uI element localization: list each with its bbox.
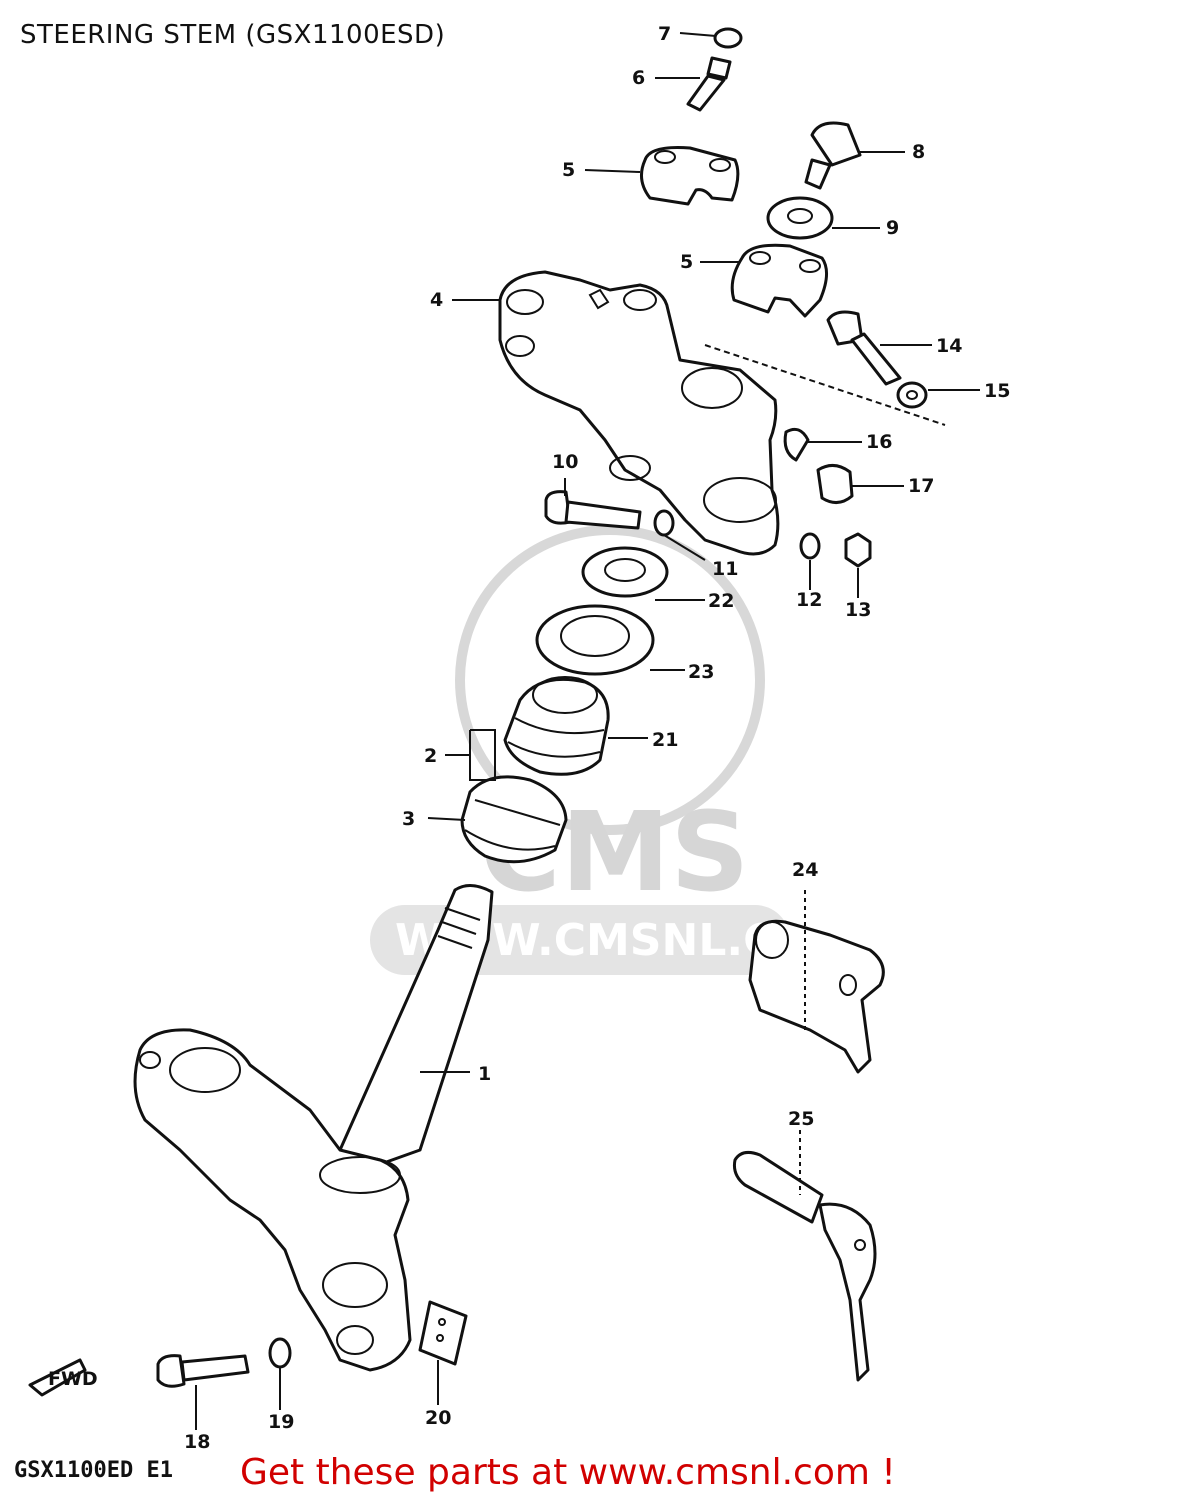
part-24-steering-lock [748,919,885,1074]
part-20-plate [418,1300,468,1366]
callout-11: 11 [712,558,738,580]
callout-15: 15 [984,380,1010,402]
watermark: CMS WWW.CMSNL.COM [370,525,857,975]
part-4-upper-bracket [498,270,780,556]
callout-10: 10 [552,451,578,473]
part-13-nut [844,532,872,568]
callout-1: 1 [478,1063,491,1085]
part-22-steering-nut [581,546,669,598]
callout-25: 25 [788,1108,814,1130]
callout-4: 4 [430,289,443,311]
footer-link[interactable]: Get these parts at www.cmsnl.com ! [240,1452,896,1493]
callout-18: 18 [184,1431,210,1453]
model-code: GSX1100ED E1 [14,1458,173,1483]
part-25-key-cylinder [733,1150,877,1382]
part-5-lower-clamp [730,243,828,318]
part-21-upper-bearing [503,676,610,776]
callout-17: 17 [908,475,934,497]
part-7-cap [713,27,743,49]
part-5-upper-clamp [639,146,740,206]
callout-12: 12 [796,589,822,611]
callout-5-upper: 5 [562,159,575,181]
part-3-lower-bearing [460,775,568,864]
callout-21: 21 [652,729,678,751]
part-17-cap-nut [816,464,854,504]
callout-8: 8 [912,141,925,163]
callout-9: 9 [886,217,899,239]
callout-19: 19 [268,1411,294,1433]
callout-20: 20 [425,1407,451,1429]
callout-labels: 7 6 5 8 9 5 4 14 15 16 17 10 11 12 13 22… [184,23,1010,1453]
part-19-washer [268,1337,292,1369]
front-arrow-label: FWD [48,1368,98,1390]
part-10-bolt [544,490,642,530]
leader-lines [195,32,980,1430]
part-9-washer [766,196,834,240]
callout-6: 6 [632,67,645,89]
part-14-bolt [826,310,902,386]
part-15-washer [896,381,928,409]
callout-3: 3 [402,808,415,830]
guide-line [704,344,946,426]
page-title: STEERING STEM (GSX1100ESD) [20,20,446,50]
part-8-bolt [804,121,862,190]
part-6-bolt [686,56,732,112]
front-arrow-icon: FWD [28,1358,98,1397]
part-11-washer [653,509,675,537]
callout-5-lower: 5 [680,251,693,273]
callout-24: 24 [792,859,818,881]
part-12-washer [799,532,821,560]
callout-14: 14 [936,335,962,357]
part-1-steering-stem [133,884,494,1372]
callout-2: 2 [424,745,437,767]
part-16-clip [783,427,810,462]
part-18-bolt [156,1354,250,1388]
callout-23: 23 [688,661,714,683]
part-23-dust-seal [535,604,655,676]
callout-13: 13 [845,599,871,621]
callout-22: 22 [708,590,734,612]
callout-7: 7 [658,23,671,45]
callout-16: 16 [866,431,892,453]
